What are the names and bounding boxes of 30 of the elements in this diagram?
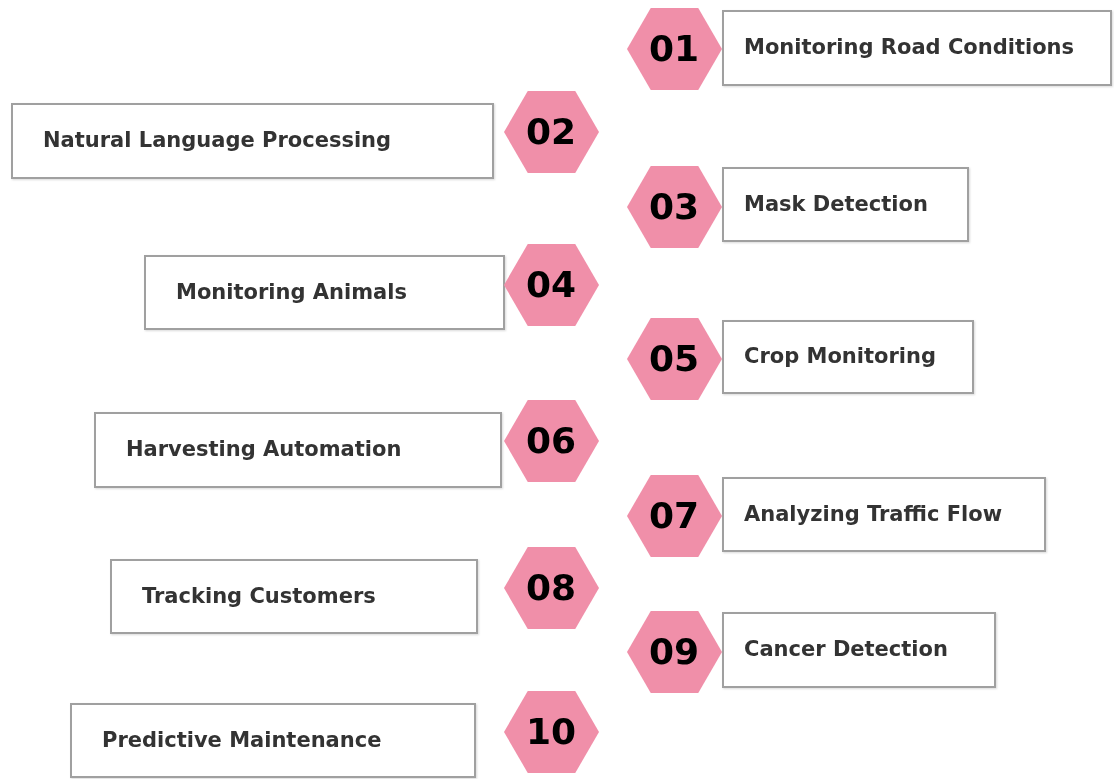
step-number: 08 — [525, 570, 577, 606]
step-number: 02 — [525, 114, 577, 150]
label-box — [70, 703, 476, 778]
step-number: 05 — [648, 341, 700, 377]
label-box — [144, 255, 505, 330]
label-box — [722, 167, 969, 242]
item-label: Cancer Detection — [744, 636, 948, 664]
label-box — [722, 477, 1046, 552]
item-label: Analyzing Traffic Flow — [744, 500, 1003, 528]
label-box — [94, 412, 502, 488]
step-number: 01 — [648, 31, 700, 67]
item-label: Mask Detection — [744, 190, 928, 218]
label-box — [722, 320, 974, 394]
item-label: Natural Language Processing — [43, 127, 392, 155]
item-label: Monitoring Road Conditions — [744, 34, 1075, 62]
label-box — [722, 10, 1112, 86]
item-label: Harvesting Automation — [126, 436, 402, 464]
step-number: 07 — [648, 498, 700, 534]
item-label: Predictive Maintenance — [102, 726, 382, 754]
step-number: 04 — [525, 267, 577, 303]
label-box — [11, 103, 494, 179]
label-box — [110, 559, 478, 634]
item-label: Crop Monitoring — [744, 343, 936, 371]
step-number: 10 — [525, 714, 577, 750]
item-label: Tracking Customers — [142, 582, 376, 610]
step-number: 09 — [648, 634, 700, 670]
label-box — [722, 612, 996, 688]
step-number: 06 — [525, 423, 577, 459]
item-label: Monitoring Animals — [176, 278, 407, 306]
step-number: 03 — [648, 189, 700, 225]
